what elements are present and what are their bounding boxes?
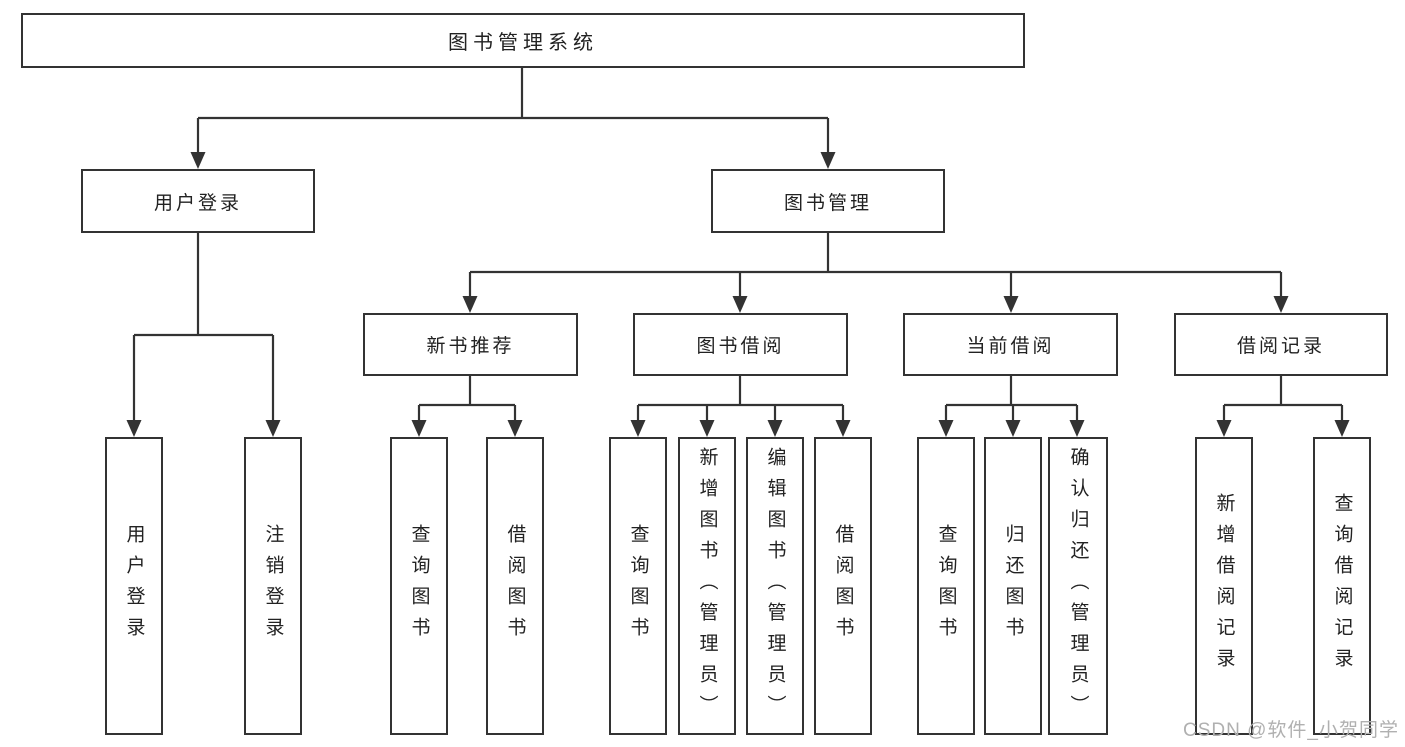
node-label: 查询图书 [627,524,649,648]
node-label: 图书管理系统 [448,32,598,54]
node-label: 用户登录 [153,192,242,214]
node-current-borrow: 当前借阅 [903,313,1118,376]
csdn-watermark: CSDN @软件_小贺同学 [1183,720,1399,741]
node-label: 查询借阅记录 [1331,493,1353,679]
leaf-user-login: 用户登录 [105,437,163,735]
node-new-book-recommend: 新书推荐 [363,313,578,376]
leaf-bb-borrow-books: 借阅图书 [814,437,872,735]
node-label: 图书管理 [783,192,872,214]
node-label: 新增借阅记录 [1213,493,1235,679]
node-label: 注销登录 [262,524,284,648]
leaf-cb-confirm-return-admin: 确认归还（管理员） [1048,437,1108,735]
node-label: 确认归还（管理员） [1067,446,1089,726]
node-borrow-records: 借阅记录 [1174,313,1388,376]
leaf-bb-query-books: 查询图书 [609,437,667,735]
node-label: 借阅图书 [504,524,526,648]
leaf-br-add-record: 新增借阅记录 [1195,437,1253,735]
leaf-bb-edit-books-admin: 编辑图书（管理员） [746,437,804,735]
node-label: 新增图书（管理员） [696,446,718,726]
node-label: 用户登录 [123,524,145,648]
node-label: 查询图书 [935,524,957,648]
node-label: 新书推荐 [426,336,515,357]
node-label: 归还图书 [1002,524,1024,648]
node-label: 借阅图书 [832,524,854,648]
leaf-br-query-record: 查询借阅记录 [1313,437,1371,735]
node-book-management: 图书管理 [711,169,945,233]
node-label: 图书借阅 [696,336,785,357]
leaf-cb-query-books: 查询图书 [917,437,975,735]
node-label: 借阅记录 [1236,336,1325,357]
node-root-library-system: 图书管理系统 [21,13,1025,68]
node-label: 查询图书 [408,524,430,648]
leaf-nb-query-books: 查询图书 [390,437,448,735]
node-label: 当前借阅 [966,336,1055,357]
leaf-nb-borrow-books: 借阅图书 [486,437,544,735]
leaf-bb-add-books-admin: 新增图书（管理员） [678,437,736,735]
leaf-cb-return-books: 归还图书 [984,437,1042,735]
node-user-login: 用户登录 [81,169,315,233]
node-book-borrow: 图书借阅 [633,313,848,376]
leaf-logout: 注销登录 [244,437,302,735]
node-label: 编辑图书（管理员） [764,446,786,726]
